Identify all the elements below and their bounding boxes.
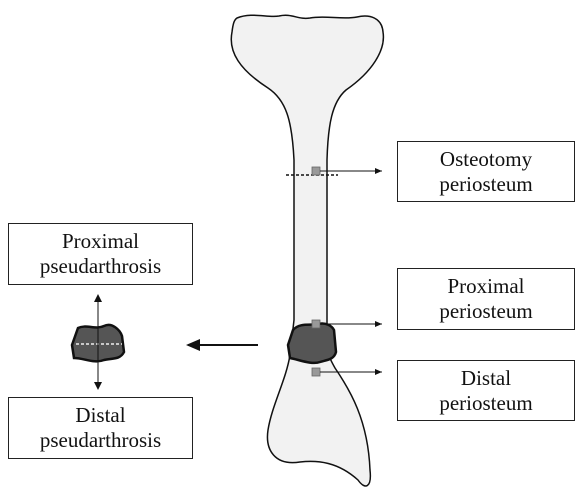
distal-periosteum-line2: periosteum (439, 391, 532, 416)
distal-pseudarthrosis-line2: pseudarthrosis (40, 428, 161, 453)
excision-arrowhead (186, 339, 200, 351)
proximal-sample-marker (312, 320, 320, 328)
proximal-periosteum-line1: Proximal (448, 274, 525, 299)
proximal-pseudarthrosis-label: Proximal pseudarthrosis (8, 223, 193, 285)
distal-sample-marker (312, 368, 320, 376)
osteotomy-label-line1: Osteotomy (440, 147, 532, 172)
proximal-pseudarthrosis-line1: Proximal (62, 229, 139, 254)
distal-periosteum-line1: Distal (461, 366, 511, 391)
osteotomy-sample-marker (312, 167, 320, 175)
distal-pseudarthrosis-line1: Distal (75, 403, 125, 428)
distal-pseudarthrosis-label: Distal pseudarthrosis (8, 397, 193, 459)
arrow-down-head (94, 382, 102, 390)
proximal-periosteum-label: Proximal periosteum (397, 268, 575, 330)
proximal-pseudarthrosis-line2: pseudarthrosis (40, 254, 161, 279)
proximal-periosteum-line2: periosteum (439, 299, 532, 324)
bone-outline (231, 15, 383, 486)
osteotomy-label-line2: periosteum (439, 172, 532, 197)
arrow-up-head (94, 294, 102, 302)
osteotomy-periosteum-label: Osteotomy periosteum (397, 141, 575, 202)
distal-periosteum-label: Distal periosteum (397, 360, 575, 421)
bone-lesion (288, 323, 336, 362)
